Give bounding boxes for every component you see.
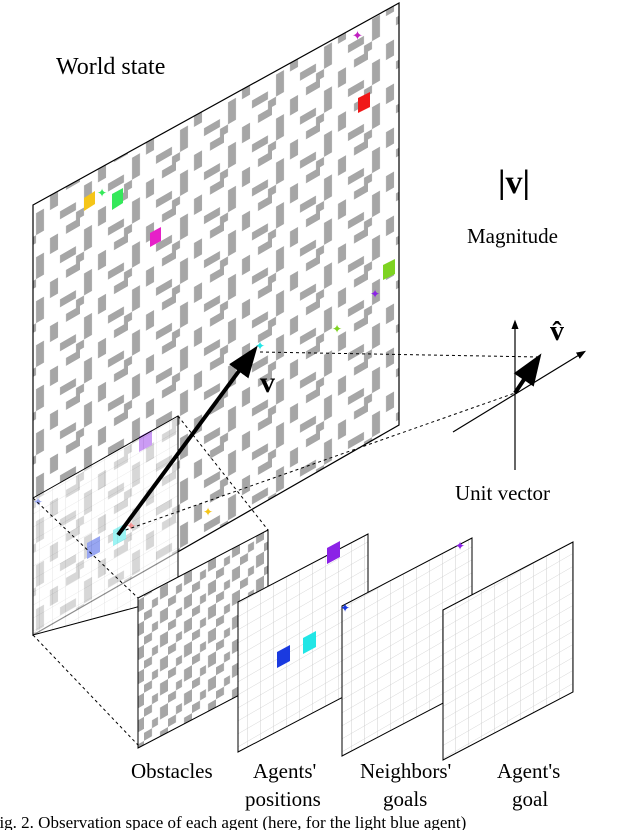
channel-goal-star-blue: ✦ <box>340 601 350 615</box>
channel-goal-star-purple: ✦ <box>455 539 465 553</box>
goal-star-magenta: ✦ <box>352 28 363 43</box>
unit-vector-label: Unit vector <box>455 481 550 505</box>
vector-label: v <box>260 366 275 399</box>
channel-label-3-line2: goal <box>512 787 548 811</box>
unit-vector-links <box>119 351 541 533</box>
magnitude-symbol: |v| <box>498 164 530 201</box>
channel-agents-goal <box>442 541 574 761</box>
channel-label-0-line1: Obstacles <box>131 759 213 783</box>
channel-agent-blue <box>277 645 290 668</box>
channel-agent-light-blue <box>303 631 316 654</box>
magnitude-label: Magnitude <box>467 224 558 248</box>
channel-label-1-line2: positions <box>245 787 321 811</box>
agent-red <box>358 92 370 113</box>
unit-vector-symbol: v̂ <box>550 316 564 347</box>
channel-labels: Obstacles Agents' positions Neighbors' g… <box>131 759 560 811</box>
channel-label-1-line1: Agents' <box>253 759 316 783</box>
goal-star-light-blue: ✦ <box>255 339 265 353</box>
channel-agent-purple <box>327 541 340 564</box>
goal-star-purple: ✦ <box>370 287 380 301</box>
world-state-label: World state <box>56 54 165 80</box>
agent-magenta <box>150 227 161 247</box>
vector-v: v <box>116 345 275 537</box>
channel-label-3-line1: Agent's <box>497 759 560 783</box>
goal-star-green: ✦ <box>97 186 107 200</box>
agent-yellow <box>84 191 95 211</box>
unit-vector-diagram <box>452 319 587 470</box>
agent-green <box>112 188 123 210</box>
channel-label-2-line2: goals <box>383 787 427 811</box>
goal-star-lime: ✦ <box>332 322 342 336</box>
figure-caption: Fig. 2. Observation space of each agent … <box>0 813 466 830</box>
channel-label-2-line1: Neighbors' <box>360 759 451 783</box>
agent-lime <box>383 259 395 280</box>
goal-star-yellow: ✦ <box>203 505 213 519</box>
